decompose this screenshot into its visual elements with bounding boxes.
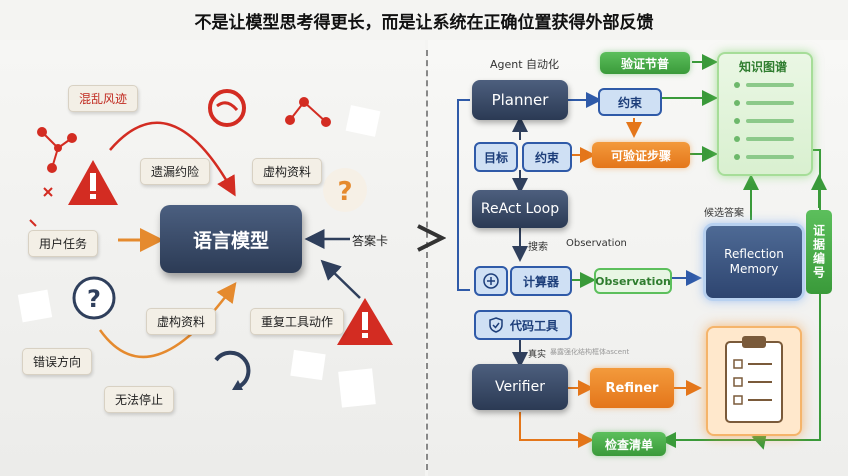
candidate-answer-label: 候选答案 (704, 208, 744, 219)
kb-dot-icon (734, 154, 740, 160)
kb-dot-icon (734, 118, 740, 124)
paper-scrap-icon (290, 349, 326, 381)
observation-small-label: Observation (566, 238, 627, 249)
svg-text:?: ? (87, 285, 101, 313)
shield-icon (489, 317, 503, 333)
language-model-box: 语言模型 (160, 205, 302, 273)
spark-icon (29, 187, 53, 227)
clipboard-panel (706, 326, 802, 436)
planner-box: Planner (472, 80, 568, 120)
chip-cannot-stop: 无法停止 (104, 386, 175, 413)
code-tool-box: 代码工具 (474, 310, 572, 340)
paper-scrap-icon (345, 105, 381, 137)
warning-icon-right (337, 298, 393, 345)
reflection-label: Reflection (724, 247, 784, 261)
checklist-box: 检查清单 (592, 432, 666, 456)
kb-dot-icon (734, 82, 740, 88)
react-loop-box: ReAct Loop (472, 190, 568, 228)
search-label: 搜索 (528, 242, 548, 253)
warning-icon-left (68, 160, 118, 205)
knowledge-graph-title: 知识图谱 (738, 60, 787, 74)
truth-faded-label: 暴露强化结构框体ascent (550, 348, 630, 356)
chip-user-task: 用户任务 (28, 230, 99, 257)
answer-card-label: 答案卡 (352, 234, 389, 248)
page-title: 不是让模型思考得更长，而是让系统在正确位置获得外部反馈 (194, 13, 654, 33)
truth-label: 真实 (528, 350, 547, 360)
plus-icon (483, 273, 499, 289)
left-diagram-arrows: ? ? (17, 89, 393, 408)
kb-dot-icon (734, 100, 740, 106)
chip-missed-pitfall: 遗漏约险 (140, 158, 211, 185)
goal-box: 目标 (474, 142, 518, 172)
top-arc-arrow (109, 121, 236, 197)
chip-messy-style: 混乱风迹 (68, 85, 139, 112)
kb-dot-icon (734, 136, 740, 142)
chip-wrong-direction: 错误方向 (22, 348, 93, 375)
transition-arrow-icon (417, 224, 446, 252)
question-icon-orange: ? (323, 168, 367, 212)
right-diagram-arrows (457, 54, 827, 450)
no-entry-icon (208, 89, 246, 127)
calculator-icon-box (474, 266, 508, 296)
chip-repeat-tool: 重复工具动作 (250, 308, 345, 335)
evidence-id-box: 证据编号 (806, 210, 832, 294)
paper-scrap-icon (338, 368, 376, 408)
reflection-memory-box: Reflection Memory (703, 223, 805, 301)
svg-text:?: ? (337, 177, 352, 207)
verify-steps-box: 验证节普 (600, 52, 690, 74)
clipboard-icon (725, 336, 783, 423)
verifier-box: Verifier (472, 364, 568, 410)
memory-label: Memory (729, 262, 779, 276)
refresh-icon (214, 350, 251, 390)
question-icon-navy: ? (72, 276, 116, 320)
constraint-left-box: 约束 (522, 142, 572, 172)
calculator-box: 计算器 (510, 266, 572, 296)
observation-box: Observation (594, 268, 672, 294)
refiner-box: Refiner (590, 368, 674, 408)
node-link-icon (285, 97, 331, 127)
paper-scrap-icon (17, 289, 53, 323)
divider (426, 50, 428, 470)
chip-fabricated-bottom: 虚构资料 (146, 308, 217, 335)
code-tool-label: 代码工具 (509, 318, 558, 333)
verifiable-steps-box: 可验证步骤 (592, 142, 690, 168)
scatter-icon (37, 127, 77, 173)
agent-label: Agent 自动化 (490, 58, 560, 71)
chip-fabricated-top: 虚构资料 (252, 158, 323, 185)
constraint-right-box: 约束 (598, 88, 662, 116)
diag-arrow (320, 259, 361, 299)
